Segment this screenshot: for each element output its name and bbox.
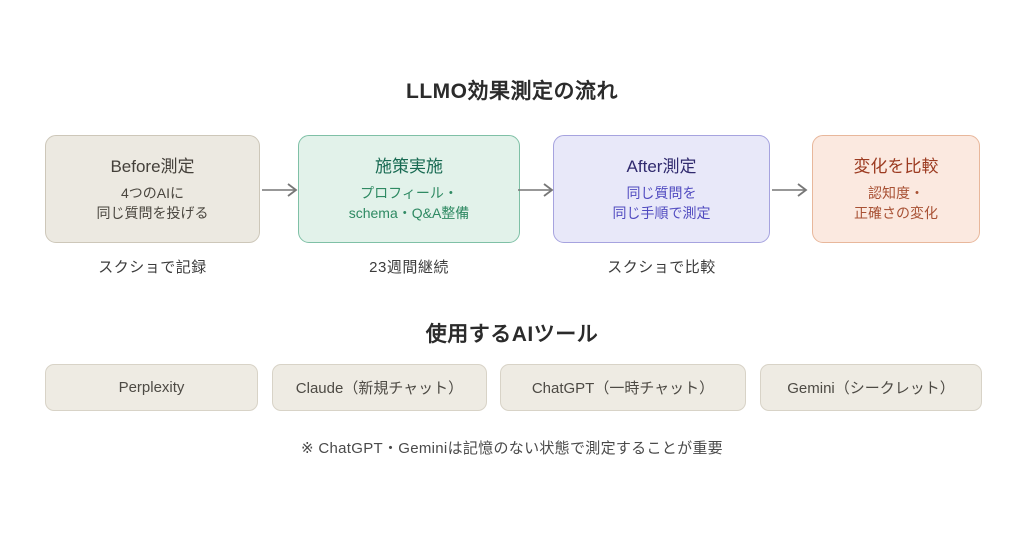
- tool-chip-chatgpt: ChatGPT（一時チャット）: [500, 364, 746, 411]
- tool-chip-claude: Claude（新規チャット）: [272, 364, 487, 411]
- flow-step-subline-2: 同じ質問を投げる: [96, 205, 209, 221]
- flow-step-subline-1: 4つのAIに: [120, 185, 184, 201]
- tool-chip-gemini: Gemini（シークレット）: [760, 364, 982, 411]
- flow-step-compare: 変化を比較 認知度・ 正確さの変化: [812, 135, 980, 243]
- tool-chip-perplexity: Perplexity: [45, 364, 258, 411]
- flow-step-before: Before測定 4つのAIに 同じ質問を投げる: [45, 135, 260, 243]
- flow-step-subline-1: プロフィール・: [360, 185, 458, 201]
- flow-step-subline-2: 正確さの変化: [854, 205, 938, 221]
- flow-steps-row: Before測定 4つのAIに 同じ質問を投げる 施策実施 プロフィール・ sc…: [0, 135, 1024, 245]
- flow-step-title: After測定: [626, 157, 697, 176]
- flow-step-title: 施策実施: [375, 157, 443, 176]
- arrow-right-icon: [518, 182, 558, 198]
- flow-step-subline-1: 同じ質問を: [626, 185, 697, 201]
- flow-step-implementation: 施策実施 プロフィール・ schema・Q&A整備: [298, 135, 520, 243]
- flow-step-after: After測定 同じ質問を 同じ手順で測定: [553, 135, 770, 243]
- flow-step-subline-1: 認知度・: [868, 185, 924, 201]
- footnote-text: ※ ChatGPT・Geminiは記憶のない状態で測定することが重要: [301, 440, 723, 457]
- arrow-right-icon: [772, 182, 812, 198]
- flow-step-title: Before測定: [110, 157, 195, 176]
- flow-step-subline-2: schema・Q&A整備: [348, 205, 470, 221]
- arrow-right-icon: [262, 182, 302, 198]
- flow-step-caption: スクショで比較: [607, 259, 716, 276]
- flow-step-title: 変化を比較: [853, 157, 939, 176]
- flow-step-subline-2: 同じ手順で測定: [612, 205, 711, 221]
- flow-section-title: LLMO効果測定の流れ: [406, 80, 618, 103]
- tools-section-title: 使用するAIツール: [425, 323, 599, 346]
- ai-tools-row: Perplexity Claude（新規チャット） ChatGPT（一時チャット…: [0, 364, 1024, 412]
- flow-step-caption: スクショで記録: [98, 259, 207, 276]
- flow-step-caption: 23週間継続: [369, 259, 449, 276]
